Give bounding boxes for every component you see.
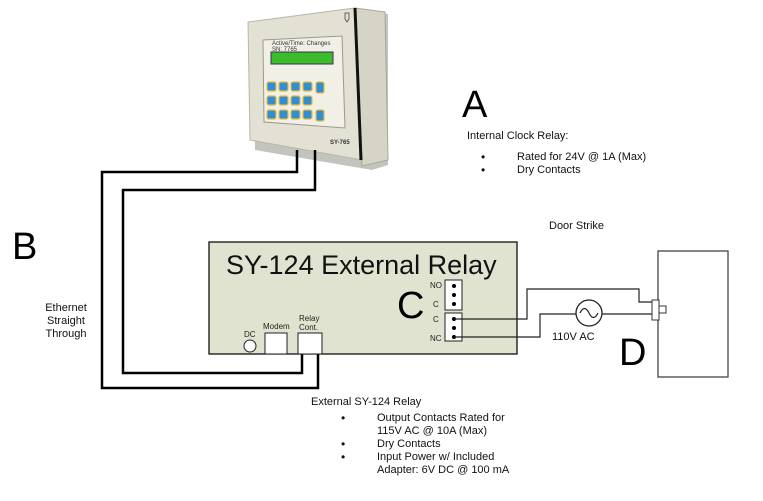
lcd-screen	[270, 51, 334, 65]
external-relay-heading: External SY-124 Relay	[311, 396, 422, 408]
label-b: B	[12, 226, 38, 268]
relay-box	[208, 241, 518, 355]
internal-relay-heading: Internal Clock Relay:	[467, 130, 569, 142]
relay-cont-label: Relay Cont.	[299, 314, 319, 332]
terminal-nc-label: NC	[430, 334, 442, 343]
spec-item: Rated for 24V @ 1A (Max)	[481, 151, 646, 164]
ethernet-label-line: Through	[45, 328, 87, 340]
ethernet-label-line: Straight	[47, 315, 85, 327]
card-icon	[344, 12, 350, 23]
ethernet-cable	[100, 150, 320, 390]
label-c: C	[397, 285, 425, 327]
device-model-label: SY-765	[330, 140, 350, 146]
door	[657, 250, 729, 378]
lcd-line-1: Active/Time: Changes	[272, 41, 331, 47]
relay-cont-port	[297, 332, 323, 355]
ac-source-label: 110V AC	[552, 331, 595, 343]
terminal-c-label: C	[433, 315, 439, 324]
time-clock-device	[247, 7, 389, 170]
relay-title: SY-124 External Relay	[226, 250, 497, 280]
label-d: D	[619, 332, 647, 374]
relay-cont-line: Cont.	[299, 323, 319, 332]
spec-item: Dry Contacts	[341, 438, 509, 451]
terminal-c-label: C	[433, 300, 439, 309]
ethernet-label: Ethernet Straight Through	[43, 302, 89, 341]
modem-label: Modem	[263, 322, 290, 331]
label-a: A	[462, 84, 488, 126]
modem-port	[264, 332, 288, 355]
internal-relay-specs: Rated for 24V @ 1A (Max) Dry Contacts	[481, 151, 646, 177]
dc-label: DC	[244, 330, 256, 339]
spec-item: Dry Contacts	[481, 164, 646, 177]
relay-cont-line: Relay	[299, 314, 320, 323]
terminal-no-label: NO	[430, 281, 442, 290]
lcd-line-2: SN: 7765	[272, 47, 298, 53]
ethernet-label-line: Ethernet	[45, 302, 87, 314]
strike-wiring	[454, 288, 655, 338]
door-strike	[651, 299, 660, 321]
dc-jack	[243, 339, 257, 353]
door-strike-label: Door Strike	[549, 220, 605, 232]
keypad	[266, 81, 325, 122]
